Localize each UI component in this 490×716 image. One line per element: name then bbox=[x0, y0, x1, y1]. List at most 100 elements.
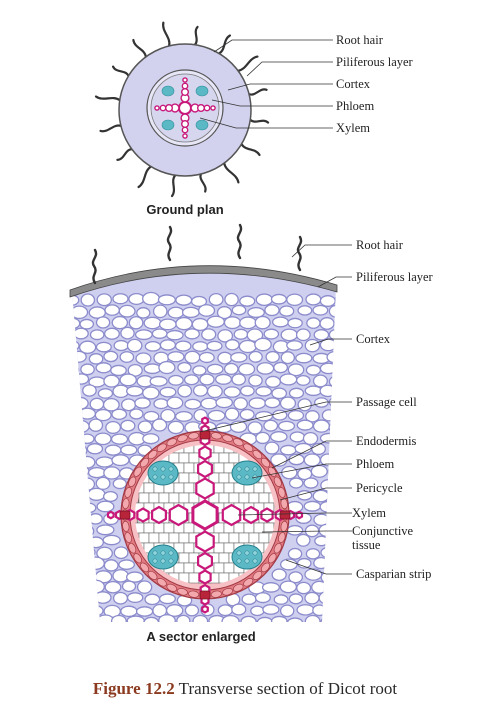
conjunctive-cell bbox=[183, 542, 195, 554]
cortex-cell bbox=[279, 396, 297, 410]
endodermis-cell bbox=[188, 432, 200, 440]
figure-caption-text: Transverse section of Dicot root bbox=[178, 679, 398, 698]
phloem-patch bbox=[231, 544, 263, 570]
endodermis-cell bbox=[273, 542, 282, 554]
cortex-cell bbox=[80, 616, 97, 622]
cortex-cell bbox=[221, 615, 240, 622]
cortex-cell bbox=[279, 444, 297, 456]
cortex-cell bbox=[94, 409, 112, 422]
ground-plan-title: Ground plan bbox=[146, 202, 223, 217]
cortex-cell bbox=[238, 362, 256, 376]
cortex-cell bbox=[318, 523, 336, 538]
cortex-cell bbox=[72, 317, 81, 330]
cortex-cell bbox=[79, 546, 96, 558]
phloem-cell bbox=[236, 466, 242, 472]
cortex-cell bbox=[88, 418, 104, 432]
xylem-vessel bbox=[180, 87, 189, 96]
conjunctive-cell bbox=[228, 532, 240, 544]
conjunctive-cell bbox=[178, 452, 190, 464]
phloem-patch bbox=[195, 119, 209, 131]
passage-cell bbox=[119, 510, 131, 520]
cortex-cell bbox=[273, 361, 289, 374]
phloem-cell bbox=[152, 550, 158, 556]
cortex-cell bbox=[200, 397, 218, 410]
endodermis-cell bbox=[128, 476, 137, 488]
xylem-vessel bbox=[210, 105, 216, 111]
cortex-cell bbox=[254, 592, 271, 604]
cortex-cell bbox=[304, 591, 320, 605]
cortex-cell bbox=[206, 384, 223, 399]
phloem-cell bbox=[160, 474, 166, 480]
endodermis-cell bbox=[210, 590, 222, 598]
cortex-cell bbox=[338, 546, 351, 558]
cortex-cell bbox=[82, 384, 97, 397]
passage-cell bbox=[199, 590, 211, 600]
cortex-cell bbox=[224, 407, 240, 421]
cortex-cell bbox=[262, 604, 280, 615]
cortex-cell bbox=[118, 304, 136, 318]
endodermis-cells bbox=[121, 431, 289, 599]
cortex-cell bbox=[265, 350, 280, 364]
cortex-cell bbox=[167, 420, 185, 435]
cortex-cell bbox=[206, 340, 223, 352]
cortex-cell bbox=[104, 444, 122, 456]
cortex-cell bbox=[72, 429, 81, 444]
root-hair-icon bbox=[240, 142, 261, 157]
conjunctive-cell bbox=[138, 532, 150, 544]
cortex-cell bbox=[346, 351, 361, 363]
cortex-cell bbox=[334, 293, 336, 305]
cortex-cell bbox=[167, 351, 185, 363]
xylem-vessel bbox=[195, 530, 215, 553]
cortex-cell bbox=[287, 317, 303, 329]
endodermis-cell bbox=[122, 520, 130, 532]
conjunctive-cell bbox=[213, 462, 225, 474]
cortex-cell bbox=[177, 361, 192, 374]
cortex-cell bbox=[327, 490, 336, 504]
conjunctive-cell bbox=[223, 542, 235, 554]
cortex-cell bbox=[73, 327, 89, 340]
cortex-cell bbox=[326, 350, 336, 364]
root-hair-icon bbox=[217, 34, 232, 55]
cortex-cell bbox=[271, 568, 287, 581]
conjunctive-cell bbox=[218, 452, 230, 464]
cortex-cell bbox=[72, 305, 89, 320]
root-hair-icon bbox=[170, 174, 177, 198]
cortex-cell bbox=[295, 374, 311, 386]
endodermis-cell bbox=[133, 466, 142, 477]
cortex-cell bbox=[118, 559, 135, 570]
cortex-cell bbox=[264, 304, 280, 317]
cortex-cell bbox=[110, 614, 127, 622]
cortex-cell bbox=[192, 341, 209, 352]
conjunctive-cell bbox=[148, 532, 160, 544]
conjunctive-cell bbox=[218, 532, 230, 544]
endodermis-cell bbox=[156, 578, 167, 587]
cortex-cell bbox=[151, 328, 168, 339]
cortex-cell bbox=[311, 580, 328, 594]
cortex-cell bbox=[319, 295, 336, 307]
figure-number: Figure 12.2 bbox=[92, 679, 175, 698]
cortex-cell bbox=[312, 604, 327, 617]
cortex-cell bbox=[239, 316, 257, 330]
label-gp-cortex: Cortex bbox=[336, 77, 371, 91]
cortex-cell bbox=[303, 477, 319, 489]
cortex-cell bbox=[286, 340, 303, 351]
cortex-cell bbox=[120, 326, 135, 340]
cortex-cell bbox=[110, 364, 127, 377]
cortex-cell bbox=[72, 604, 89, 617]
cortex-cell bbox=[72, 340, 80, 352]
cortex-cell bbox=[281, 465, 298, 480]
cortex-cell bbox=[72, 593, 79, 605]
phloem-cell bbox=[236, 550, 242, 556]
cortex-cell bbox=[128, 316, 144, 330]
cortex-cell bbox=[159, 339, 177, 351]
label-sec-piliferous-layer: Piliferous layer bbox=[356, 270, 434, 284]
cortex-cell bbox=[337, 503, 353, 513]
cortex-cell bbox=[230, 352, 248, 363]
cortex-cell bbox=[302, 431, 319, 446]
conjunctive-cell bbox=[238, 492, 250, 504]
cortex-cell bbox=[126, 615, 145, 622]
cortex-cell bbox=[247, 307, 265, 318]
endodermis-cell bbox=[210, 432, 222, 440]
cortex-cell bbox=[158, 593, 176, 605]
